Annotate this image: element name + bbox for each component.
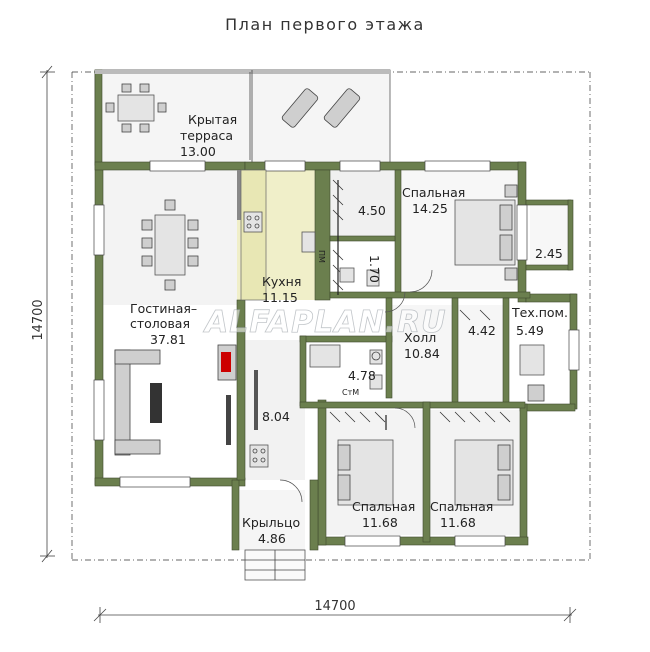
stove-corridor <box>249 370 269 468</box>
terrace-area: 13.00 <box>180 144 216 159</box>
kitchen-name: Кухня <box>262 274 301 289</box>
axis-lines <box>71 71 591 561</box>
room-labels: Крытая терраса 13.00 Кухня 11.15 Гостина… <box>130 112 568 546</box>
bedroom-3-area: 11.68 <box>440 515 476 530</box>
corridor-area: 8.04 <box>262 409 290 424</box>
wardrobes <box>337 180 387 430</box>
bed-3 <box>454 439 514 506</box>
terrace-name-1: Крытая <box>188 112 237 127</box>
washer2-label: СтМ <box>342 388 359 397</box>
washer-label: ПМ <box>317 250 326 263</box>
windows <box>93 160 580 547</box>
bed-2 <box>337 439 394 506</box>
terrace <box>94 69 391 166</box>
fireplace <box>217 344 237 381</box>
storage-area: 4.42 <box>468 323 496 338</box>
living-name-2: столовая <box>130 316 190 331</box>
wc-area: 1.70 <box>367 255 382 283</box>
bedroom-3-name: Спальная <box>430 499 493 514</box>
closet-area: 2.45 <box>535 246 563 261</box>
tech-room-fixtures <box>519 344 545 402</box>
bedroom-2-area: 11.68 <box>362 515 398 530</box>
tech-name: Тех.пом. <box>511 305 568 320</box>
hall-name: Холл <box>404 330 436 345</box>
living-name-1: Гостиная– <box>130 301 197 316</box>
bedroom-main-area: 14.25 <box>412 201 448 216</box>
living-area: 37.81 <box>150 332 186 347</box>
loungers <box>281 88 361 128</box>
bedroom-main-name: Спальная <box>402 185 465 200</box>
main-bed <box>454 184 518 281</box>
dimension-bottom: 14700 <box>93 599 577 623</box>
kitchen-area: 11.15 <box>262 290 298 305</box>
porch-name: Крыльцо <box>242 515 300 530</box>
tech-area: 5.49 <box>516 323 544 338</box>
watermark: ALFAPLAN.RU <box>203 305 446 340</box>
terrace-name-2: терраса <box>180 128 233 143</box>
dining-table <box>141 199 199 291</box>
terrace-chairs <box>105 83 167 133</box>
bottom-dimension-label: 14700 <box>314 599 355 614</box>
left-dimension-label: 14700 <box>31 299 46 340</box>
bathroom-fixtures <box>309 267 383 390</box>
sofa <box>114 349 231 456</box>
dressing-area: 4.50 <box>358 203 386 218</box>
dimension-left: 14700 <box>31 65 55 563</box>
plan-title: План первого этажа <box>225 15 425 34</box>
porch-area: 4.86 <box>258 531 286 546</box>
bathroom-area: 4.78 <box>348 368 376 383</box>
hall-area: 10.84 <box>404 346 440 361</box>
porch-steps <box>244 549 306 581</box>
door-swings <box>279 269 433 503</box>
bedroom-2-name: Спальная <box>352 499 415 514</box>
kitchen-counter <box>240 169 316 301</box>
